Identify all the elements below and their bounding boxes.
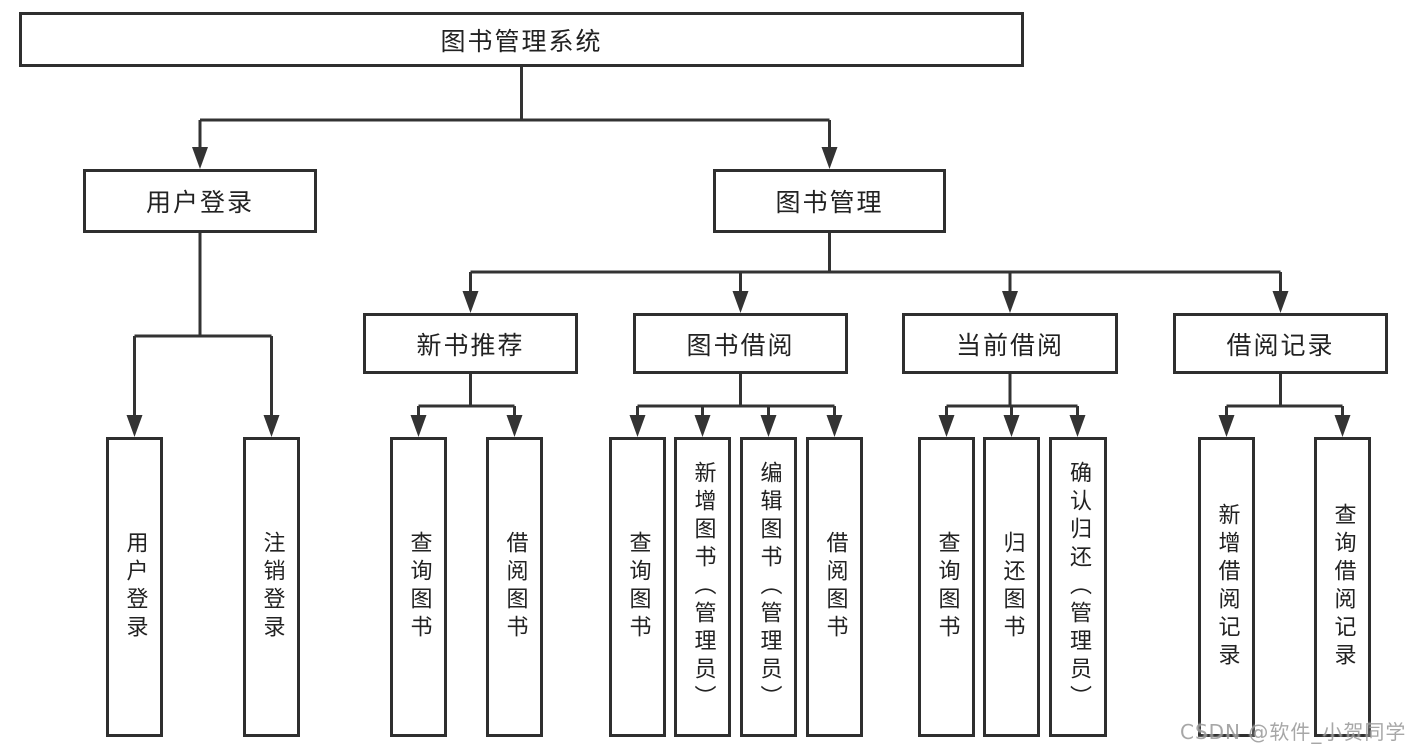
node-label: 查询图书 [934, 531, 960, 643]
node-leaf-user-login: 用户登录 [106, 437, 163, 737]
node-label: 借阅图书 [822, 531, 848, 643]
node-label: 新增借阅记录 [1214, 503, 1240, 671]
node-book-borrow: 图书借阅 [633, 313, 848, 374]
node-leaf-edit-books-admin: 编辑图书（管理员） [740, 437, 797, 737]
node-current-borrow: 当前借阅 [902, 313, 1118, 374]
node-label: 归还图书 [999, 531, 1025, 643]
node-leaf-query-books-current: 查询图书 [918, 437, 975, 737]
node-label: 借阅记录 [1226, 330, 1335, 360]
node-label: 借阅图书 [502, 531, 528, 643]
node-label: 查询借阅记录 [1330, 503, 1356, 671]
node-label: 确认归还（管理员） [1066, 461, 1091, 713]
node-leaf-logout: 注销登录 [243, 437, 300, 737]
csdn-watermark: CSDN @软件_小贺同学 [1180, 720, 1405, 744]
node-leaf-query-books-borrow: 查询图书 [609, 437, 666, 737]
node-label: 编辑图书（管理员） [756, 461, 782, 713]
node-leaf-borrow-books: 借阅图书 [806, 437, 863, 737]
node-label: 注销登录 [259, 531, 285, 643]
node-borrow-records: 借阅记录 [1173, 313, 1388, 374]
node-user-login: 用户登录 [83, 169, 317, 233]
node-label: 查询图书 [625, 531, 651, 643]
node-label: 当前借阅 [955, 330, 1064, 360]
node-book-management: 图书管理 [713, 169, 946, 233]
node-leaf-query-borrow-record: 查询借阅记录 [1314, 437, 1371, 737]
node-label: 图书管理系统 [440, 26, 603, 56]
node-label: 新增图书（管理员） [690, 461, 716, 713]
node-label: 用户登录 [145, 188, 254, 217]
node-leaf-borrow-books-recommend: 借阅图书 [486, 437, 543, 737]
node-library-management-system: 图书管理系统 [19, 12, 1024, 67]
node-label: 图书借阅 [686, 330, 795, 360]
node-leaf-query-books-recommend: 查询图书 [390, 437, 447, 737]
node-label: 查询图书 [406, 531, 432, 643]
node-leaf-confirm-return-admin: 确认归还（管理员） [1049, 437, 1107, 737]
node-leaf-return-books: 归还图书 [983, 437, 1040, 737]
node-label: 新书推荐 [416, 330, 525, 360]
node-label: 用户登录 [122, 531, 148, 643]
node-leaf-add-books-admin: 新增图书（管理员） [674, 437, 731, 737]
node-new-book-recommend: 新书推荐 [363, 313, 578, 374]
node-label: 图书管理 [775, 188, 884, 217]
node-leaf-add-borrow-record: 新增借阅记录 [1198, 437, 1255, 737]
